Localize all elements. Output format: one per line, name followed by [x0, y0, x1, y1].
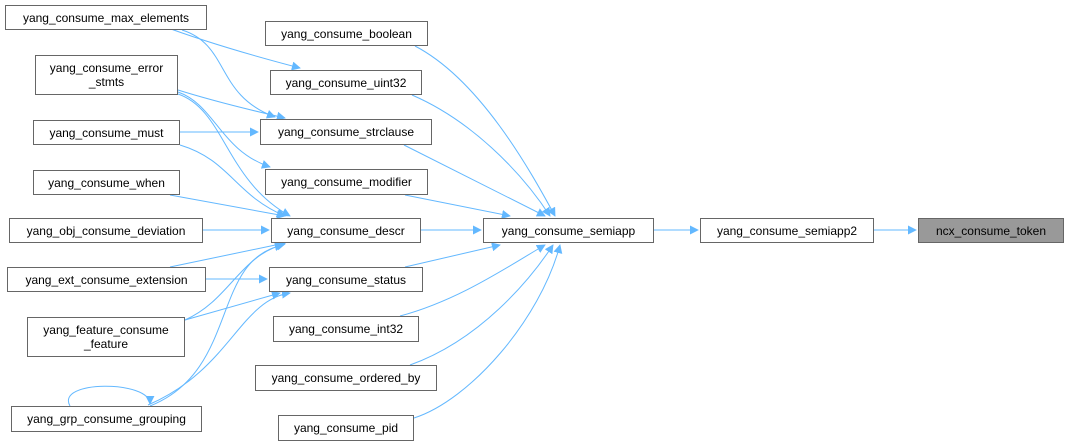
edge-max-elements-to-strclause: [181, 29, 276, 119]
node-error-stmts[interactable]: yang_consume_error _stmts: [35, 55, 178, 95]
edge-error-stmts-to-strclause: [177, 89, 286, 121]
edge-error-stmts-to-descr: [177, 93, 291, 217]
edge-max-elements-to-uint32: [159, 24, 301, 71]
node-semiapp[interactable]: yang_consume_semiapp: [483, 218, 654, 243]
node-must[interactable]: yang_consume_must: [33, 120, 180, 145]
edge-error-stmts-to-modifier: [177, 91, 271, 169]
node-max-elements[interactable]: yang_consume_max_elements: [5, 5, 207, 30]
node-when[interactable]: yang_consume_when: [33, 170, 180, 195]
node-strclause[interactable]: yang_consume_strclause: [260, 119, 432, 145]
edge-grouping-to-grouping: [67, 385, 155, 407]
node-ext-extension[interactable]: yang_ext_consume_extension: [7, 267, 206, 292]
node-semiapp2[interactable]: yang_consume_semiapp2: [700, 218, 874, 243]
node-uint32[interactable]: yang_consume_uint32: [270, 70, 422, 95]
edge-modifier-to-semiapp: [404, 194, 511, 219]
edge-feature-to-status: [184, 290, 281, 321]
edge-strclause-to-semiapp: [403, 144, 546, 217]
edge-boolean-to-semiapp: [414, 45, 556, 217]
edge-when-to-descr: [169, 194, 286, 219]
node-pid[interactable]: yang_consume_pid: [278, 415, 414, 441]
edge-uint32-to-semiapp: [411, 94, 551, 217]
edge-must-to-descr: [179, 144, 286, 218]
node-feature[interactable]: yang_feature_consume _feature: [27, 317, 185, 357]
node-boolean[interactable]: yang_consume_boolean: [265, 21, 428, 46]
node-grouping[interactable]: yang_grp_consume_grouping: [11, 406, 202, 432]
edge-status-to-semiapp: [404, 242, 501, 268]
node-modifier[interactable]: yang_consume_modifier: [265, 169, 428, 195]
edge-ordered-by-to-semiapp: [409, 244, 554, 366]
edge-ext-extension-to-descr: [169, 240, 286, 268]
node-ordered-by[interactable]: yang_consume_ordered_by: [255, 365, 437, 391]
edge-pid-to-semiapp: [413, 244, 563, 419]
node-status[interactable]: yang_consume_status: [269, 267, 423, 292]
edge-int32-to-semiapp: [399, 244, 546, 317]
edge-grouping-to-status: [147, 289, 291, 406]
node-descr[interactable]: yang_consume_descr: [271, 218, 421, 243]
node-token: ncx_consume_token: [918, 218, 1064, 243]
node-obj-deviation[interactable]: yang_obj_consume_deviation: [9, 218, 203, 243]
edge-grouping-to-descr: [149, 242, 284, 407]
node-int32[interactable]: yang_consume_int32: [273, 316, 419, 342]
